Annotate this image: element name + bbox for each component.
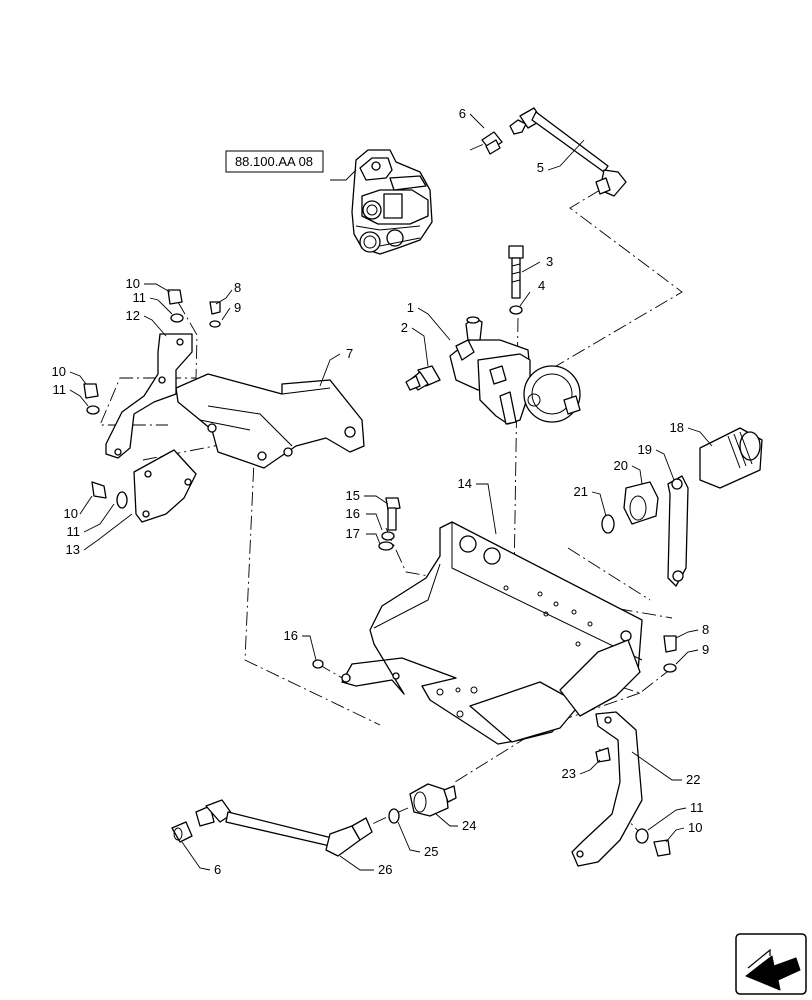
label-22: 22	[686, 772, 700, 787]
pipe-26	[195, 799, 373, 857]
reference-assembly	[351, 149, 433, 255]
label-11-b: 11	[53, 382, 67, 397]
coupling-18	[699, 427, 763, 489]
label-8-b: 8	[702, 622, 709, 637]
label-18: 18	[670, 420, 684, 435]
bolt-3	[508, 245, 524, 299]
label-3: 3	[546, 254, 553, 269]
fitting-6-top	[481, 131, 503, 155]
label-17: 17	[346, 526, 360, 541]
washer-21	[601, 514, 615, 534]
fasteners-lower-right	[635, 828, 671, 857]
reference-label[interactable]: 88.100.AA 08	[225, 150, 324, 173]
link-19	[667, 475, 689, 587]
label-21: 21	[574, 484, 588, 499]
reference-text[interactable]: 88.100.AA 08	[235, 154, 313, 169]
label-10-c: 10	[64, 506, 78, 521]
fasteners-right	[663, 635, 677, 673]
label-16-b: 16	[284, 628, 298, 643]
label-9-a: 9	[234, 300, 241, 315]
label-26: 26	[378, 862, 392, 877]
label-13: 13	[66, 542, 80, 557]
part-number-labels: 6 5 3 4 1 2 10 11 12 8 9 7 10 11 10 11 1…	[52, 106, 710, 877]
bracket-13	[133, 449, 197, 523]
bracket-7	[175, 373, 365, 469]
label-11-c: 11	[67, 524, 81, 539]
reference-box[interactable]	[225, 150, 324, 173]
label-10-b: 10	[52, 364, 66, 379]
fitting-2	[405, 365, 441, 391]
label-11-d: 11	[690, 800, 704, 815]
next-page-arrow-icon[interactable]	[735, 933, 807, 995]
label-15: 15	[346, 488, 360, 503]
fasteners-15-17	[312, 497, 401, 669]
bracket-12	[105, 333, 193, 459]
label-6-bottom: 6	[214, 862, 221, 877]
label-6-top: 6	[459, 106, 466, 121]
washer-4	[509, 305, 523, 315]
label-20: 20	[614, 458, 628, 473]
label-1: 1	[407, 300, 414, 315]
bracket-22	[571, 711, 643, 867]
label-10-d: 10	[688, 820, 702, 835]
washer-25	[388, 808, 400, 824]
label-12: 12	[126, 308, 140, 323]
label-25: 25	[424, 844, 438, 859]
fitting-6-bottom	[171, 821, 193, 843]
label-16-a: 16	[346, 506, 360, 521]
fitting-24	[409, 783, 457, 817]
nut-23	[595, 747, 611, 763]
label-24: 24	[462, 818, 476, 833]
plate-14	[341, 521, 643, 745]
nut-20	[623, 481, 659, 525]
leader-lines	[69, 113, 713, 871]
label-9-b: 9	[702, 642, 709, 657]
label-8-a: 8	[234, 280, 241, 295]
pipe-5	[509, 107, 627, 197]
label-11-a: 11	[133, 290, 147, 305]
label-4: 4	[538, 278, 545, 293]
label-10-a: 10	[126, 276, 140, 291]
valve-1	[449, 316, 581, 425]
label-23: 23	[562, 766, 576, 781]
label-14: 14	[458, 476, 472, 491]
label-19: 19	[638, 442, 652, 457]
fasteners-left	[83, 289, 221, 509]
label-5: 5	[537, 160, 544, 175]
label-7: 7	[346, 346, 353, 361]
label-2: 2	[401, 320, 408, 335]
